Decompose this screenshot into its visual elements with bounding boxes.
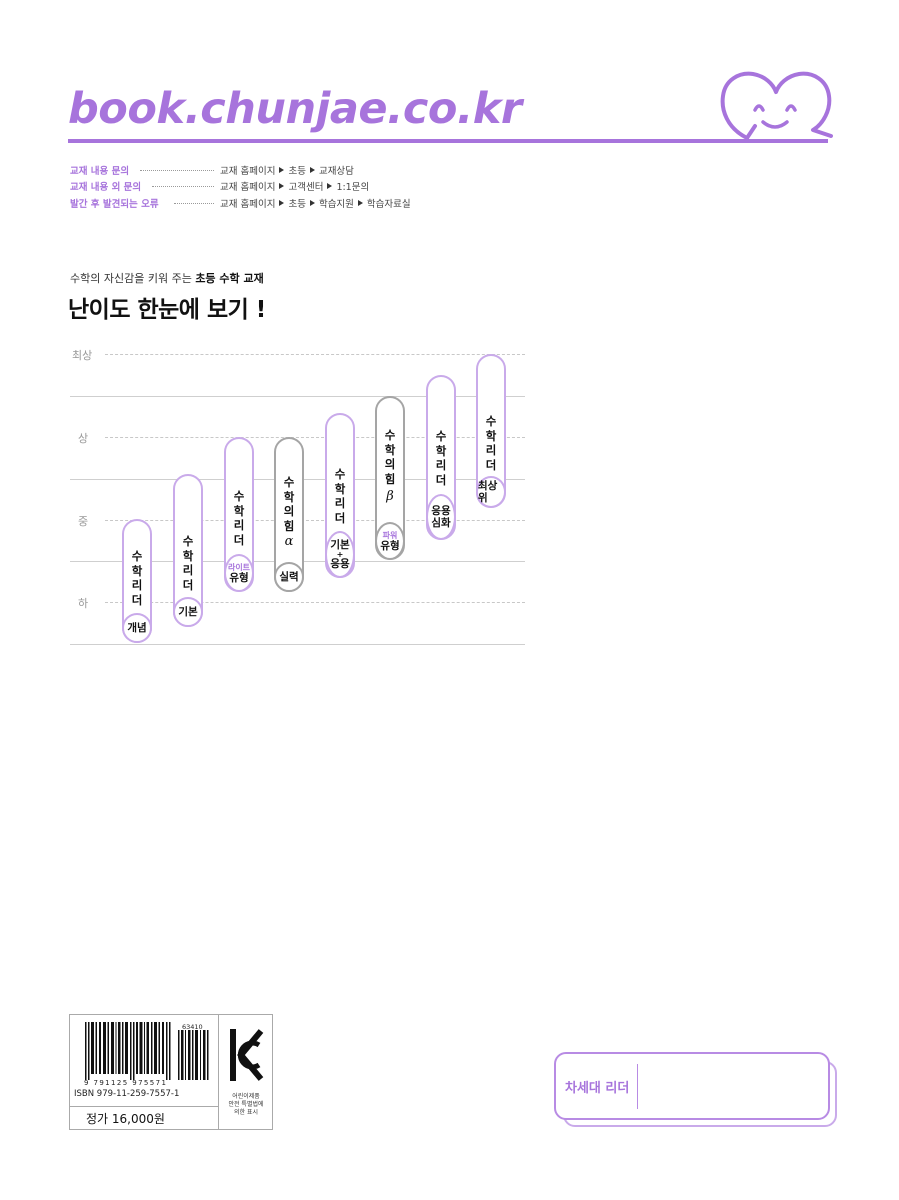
leader-dots [152,186,214,187]
series-divider [637,1064,638,1109]
grid-line [105,602,525,603]
grid-line [105,520,525,521]
book-pill: 수 학 리 더 최상위 [476,354,506,508]
grid-line [105,354,525,355]
book-level-badge: 개념 [122,613,152,643]
book-pill: 수 학 의 힘 α 실력 [274,437,304,592]
barcode-divider [69,1106,219,1107]
barcode-digits: 9 791125 975571 [84,1079,168,1087]
isbn-barcode [85,1022,209,1080]
barcode-box [69,1014,273,1130]
kc-mark-icon [230,1029,264,1081]
book-pill: 수 학 리 더 기본 [173,474,203,627]
book-level-badge: 실력 [274,562,304,592]
arrow-right-icon [279,183,285,189]
contact-label: 교재 내용 문의 [70,166,130,177]
barcode-addon: 63410 [182,1023,203,1031]
band-line [70,644,525,645]
book-greek-letter: β [386,489,394,504]
book-level-badge: 기본 + 응용 [325,531,355,578]
arrow-right-icon [279,200,285,206]
intro-title: 난이도 한눈에 보기 ! [68,297,266,323]
arrow-right-icon [309,200,315,206]
book-pill: 수 학 리 더 응용 심화 [426,375,456,540]
book-pill: 수 학 리 더 라이트 유형 [224,437,254,592]
leader-dots [140,170,214,171]
price: 정가 16,000원 [86,1112,165,1126]
level-label-mid: 중 [78,515,89,528]
book-level-badge: 최상위 [476,476,506,508]
barcode-divider [218,1014,219,1130]
book-name: 수 학 리 더 [182,534,194,592]
book-level-badge: 응용 심화 [426,494,456,540]
book-name: 수 학 리 더 [485,414,497,472]
grid-line [105,437,525,438]
contact-label: 교재 내용 외 문의 [70,182,142,193]
level-label-high: 상 [78,432,89,445]
contact-label: 발간 후 발견되는 오류 [70,199,159,210]
arrow-right-icon [357,200,363,206]
band-line [70,396,525,397]
book-pill: 수 학 리 더 개념 [122,519,152,643]
heart-mascot-icon [720,71,833,140]
level-label-top: 최상 [72,349,93,362]
book-name: 수 학 리 더 [131,549,143,607]
kc-notice: 어린이제품 안전 특별법에 의한 표시 [228,1093,264,1116]
book-greek-letter: α [284,534,294,549]
book-name: 수 학 리 더 [233,489,245,547]
book-level-badge: 파워 유형 [375,522,405,560]
series-label: 차세대 리더 [565,1081,630,1096]
book-name: 수 학 리 더 [435,429,447,487]
book-level-badge: 기본 [173,597,203,627]
site-url: book.chunjae.co.kr [68,84,522,134]
book-name: 수 학 의 힘 [283,475,295,533]
level-label-low: 하 [78,597,89,610]
series-card [554,1052,830,1120]
book-name: 수 학 의 힘 [384,428,396,486]
book-pill: 수 학 리 더 기본 + 응용 [325,413,355,578]
arrow-right-icon [279,167,285,173]
book-pill: 수 학 의 힘 β 파워 유형 [375,396,405,560]
isbn-number: ISBN 979-11-259-7557-1 [74,1089,180,1099]
arrow-right-icon [309,167,315,173]
book-level-badge: 라이트 유형 [224,554,254,592]
book-name: 수 학 리 더 [334,467,346,525]
arrow-right-icon [327,183,333,189]
leader-dots [174,203,214,204]
header-divider [68,139,828,143]
intro-subtitle: 수학의 자신감을 키워 주는 초등 수학 교재 [70,272,264,285]
